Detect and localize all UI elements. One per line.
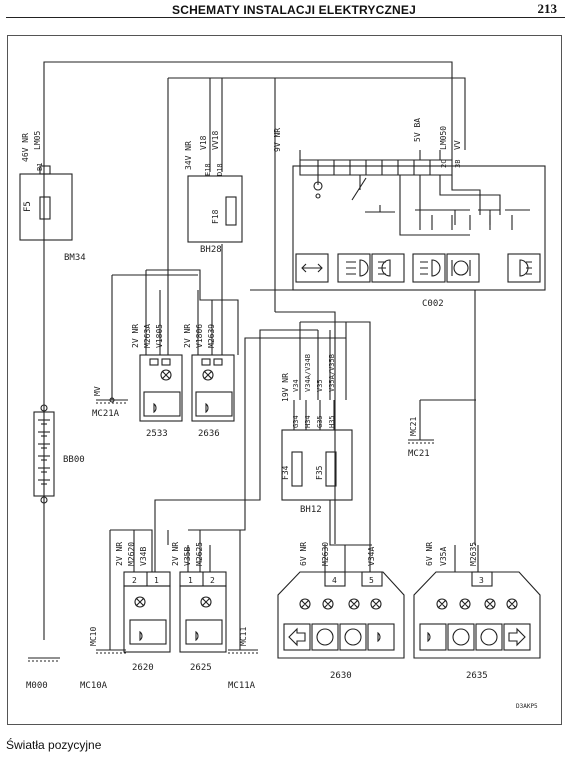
lamp-2533-code-2: V1805 bbox=[155, 324, 164, 348]
lamp-2533-wire: 2V NR bbox=[131, 324, 140, 348]
cluster-2630-id: 2630 bbox=[330, 671, 352, 681]
lamp-2625-wire: 2V NR bbox=[171, 542, 180, 566]
ground-mc11a-id: MC11A bbox=[228, 681, 256, 691]
bh12-id-label: BH12 bbox=[300, 505, 322, 515]
figure-code: D3AKP5 bbox=[516, 703, 538, 710]
lamp-2636-code-2: M2639 bbox=[207, 324, 216, 348]
cluster-2635-code-1: V35A bbox=[439, 547, 448, 566]
bh28-code-1: V18 bbox=[199, 135, 208, 150]
cluster-2630-pin-1: 4 bbox=[332, 576, 337, 585]
lamp-2625-code-1: V35B bbox=[183, 547, 192, 566]
cluster-2630: 4 5 2630 6V NR M2630 V34A bbox=[277, 542, 405, 681]
lamp-2620-code-2: V34B bbox=[139, 547, 148, 566]
bh28-wire-label: 34V NR bbox=[184, 141, 193, 170]
lamp-2625-pin-2: 2 bbox=[210, 576, 215, 585]
lamp-2533: 2533 2V NR M263A V1805 bbox=[131, 324, 183, 439]
ground-mc11a-label: MC11 bbox=[239, 627, 248, 646]
bm34-wire-code: LM05 bbox=[33, 131, 42, 150]
bm34-pin-label: B1 bbox=[36, 163, 44, 171]
lamp-2620-wire: 2V NR bbox=[115, 542, 124, 566]
ground-mc10a-label: MC10 bbox=[89, 627, 98, 646]
diagram-frame bbox=[7, 35, 562, 725]
lamp-2625-id: 2625 bbox=[190, 663, 212, 673]
cluster-2635-wire: 6V NR bbox=[425, 542, 434, 566]
bh12-pin-4: H35 bbox=[328, 415, 336, 428]
lamp-2636: 2636 2V NR V1806 M2639 bbox=[183, 324, 235, 439]
bh12-pin-1: G34 bbox=[292, 415, 300, 428]
bh28-fuse-box: F18 BH28 34V NR V18 VV18 E18 D18 bbox=[184, 131, 243, 255]
c002-left-wire: 9V NR bbox=[273, 128, 282, 152]
c002-right-wire: 5V BA bbox=[413, 118, 422, 142]
bb00-id-label: BB00 bbox=[63, 455, 85, 465]
bm34-id-label: BM34 bbox=[64, 253, 86, 263]
lamp-2620-id: 2620 bbox=[132, 663, 154, 673]
ground-m000-id: M000 bbox=[26, 681, 48, 691]
cluster-2630-wire: 6V NR bbox=[299, 542, 308, 566]
cluster-2630-code-1: M2630 bbox=[321, 542, 330, 566]
lamp-2620-pin-2: 1 bbox=[154, 576, 159, 585]
lamp-2620-pin-1: 2 bbox=[132, 576, 137, 585]
ground-mc11a: MC11 MC11A bbox=[228, 627, 258, 691]
header-title: SCHEMATY INSTALACJI ELEKTRYCZNEJ bbox=[172, 3, 416, 17]
lamp-2620-code-1: M2620 bbox=[127, 542, 136, 566]
bm34-fuse-box: F5 B1 BM34 46V NR LM05 bbox=[19, 131, 86, 263]
ground-mc10a-id: MC10A bbox=[80, 681, 108, 691]
lamp-2533-id: 2533 bbox=[146, 429, 168, 439]
bh28-id-label: BH28 bbox=[200, 245, 222, 255]
bh28-pin-2: D18 bbox=[216, 163, 224, 176]
ground-mc21a: MV MC21A bbox=[92, 386, 128, 419]
lamp-2636-wire: 2V NR bbox=[183, 324, 192, 348]
bh28-pin-1: E18 bbox=[204, 163, 212, 176]
bh28-code-2: VV18 bbox=[211, 131, 220, 150]
bh12-code-3: V35 bbox=[316, 379, 324, 392]
header-rule bbox=[6, 17, 565, 18]
lamp-2620: 2 1 2620 2V NR M2620 V34B bbox=[115, 542, 171, 673]
cluster-2635-code-2: M2635 bbox=[469, 542, 478, 566]
bh12-code-4: V35A/V35B bbox=[328, 354, 336, 392]
ground-mc21a-label: MV bbox=[93, 386, 102, 396]
bh12-fuse-1: F34 bbox=[281, 465, 290, 480]
bm34-fuse-label: F5 bbox=[23, 201, 33, 212]
bh12-fuse-box: BH12 F34 F35 19V NR V34 V34A/V34B V35 V3… bbox=[281, 354, 353, 515]
ground-mc21: MC21 MC21 bbox=[408, 417, 434, 459]
c002-code-2: VV bbox=[453, 140, 462, 150]
ground-mc10a: MC10 MC10A bbox=[80, 627, 126, 691]
ground-m000: M000 bbox=[26, 657, 60, 691]
cluster-2635-id: 2635 bbox=[466, 671, 488, 681]
lamp-2533-code-1: M263A bbox=[143, 324, 152, 348]
lamp-2636-id: 2636 bbox=[198, 429, 220, 439]
bb00-battery: BB00 bbox=[33, 404, 85, 504]
bh12-fuse-2: F35 bbox=[315, 465, 324, 480]
lamp-2625-pin-1: 1 bbox=[188, 576, 193, 585]
bm34-wire-label: 46V NR bbox=[21, 133, 30, 162]
page-number: 213 bbox=[537, 1, 558, 16]
ground-mc21-label: MC21 bbox=[409, 417, 418, 436]
lamp-2636-code-1: V1806 bbox=[195, 324, 204, 348]
c002-code-1: LM050 bbox=[439, 126, 448, 150]
bh12-pin-2: H34 bbox=[304, 415, 312, 428]
figure-caption: Światła pozycyjne bbox=[6, 738, 102, 752]
bh12-code-2: V34A/V34B bbox=[304, 354, 312, 392]
cluster-2630-pin-2: 5 bbox=[369, 576, 374, 585]
bh12-pin-3: G35 bbox=[316, 415, 324, 428]
lamp-2625-code-2: M2625 bbox=[195, 542, 204, 566]
cluster-2635-pin: 3 bbox=[479, 576, 484, 585]
c002-pin-2: 3B bbox=[454, 160, 462, 168]
c002-light-switch: C002 9V NR 5V BA LM050 VV 2C 3B bbox=[273, 118, 546, 309]
cluster-2630-code-2: V34A bbox=[367, 547, 376, 566]
ground-mc21a-id: MC21A bbox=[92, 409, 120, 419]
page-header: SCHEMATY INSTALACJI ELEKTRYCZNEJ 213 bbox=[0, 0, 571, 22]
bh12-code-1: V34 bbox=[292, 379, 300, 392]
ground-mc21-id: MC21 bbox=[408, 449, 430, 459]
c002-pin-1: 2C bbox=[440, 160, 448, 168]
lamp-2625: 1 2 2625 2V NR V35B M2625 bbox=[171, 542, 227, 673]
c002-id-label: C002 bbox=[422, 299, 444, 309]
cluster-2635: 3 2635 6V NR V35A M2635 bbox=[413, 542, 541, 681]
c002-direction-icon-box bbox=[295, 253, 329, 283]
bh28-fuse-label: F18 bbox=[211, 209, 220, 224]
bh12-wire: 19V NR bbox=[281, 373, 290, 402]
